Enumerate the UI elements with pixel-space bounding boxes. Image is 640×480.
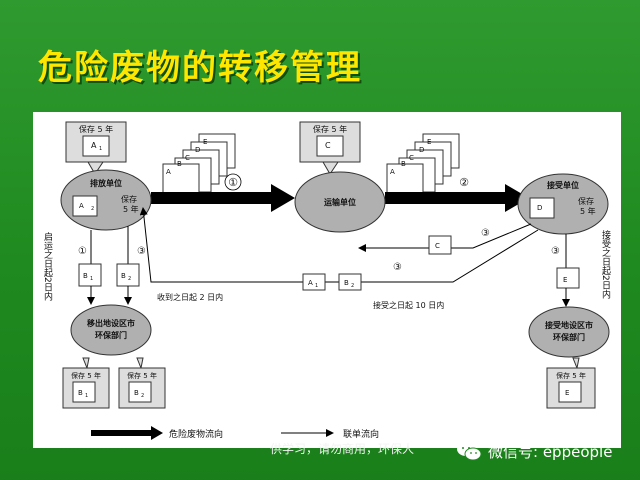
producer-keep-label: 保存 5 年: [79, 124, 113, 134]
svg-text:环保部门: 环保部门: [553, 332, 585, 342]
svg-text:B: B: [83, 272, 88, 280]
within-10-days: 接受之日起 10 日内: [373, 300, 444, 310]
producer-keep-doc: A: [91, 141, 97, 150]
producer-node: 排放单位 A 2 保存 5 年: [60, 169, 152, 231]
waste-arrow-1: [151, 184, 295, 212]
receiver-keep: 保存: [578, 196, 594, 206]
stack2-doc-c: C: [409, 154, 414, 162]
svg-text:1: 1: [315, 283, 318, 289]
return-doc-c: C: [428, 235, 452, 255]
stack1-doc-c: C: [185, 154, 190, 162]
legend-waste-flow: 危险废物流向: [169, 428, 223, 440]
stack1-doc-b: B: [177, 160, 182, 168]
svg-text:接受地设区市: 接受地设区市: [545, 320, 593, 330]
svg-text:B: B: [134, 389, 139, 397]
producer-keep: 保存: [121, 194, 137, 204]
doc-b1-box: B 1: [78, 263, 102, 287]
step-3-left: ③: [137, 246, 146, 257]
svg-text:C: C: [435, 242, 440, 250]
svg-text:E: E: [563, 276, 567, 284]
waste-arrow-2: [385, 184, 529, 212]
transfer-doc-a1: A 1: [302, 273, 326, 291]
stack2-doc-d: D: [419, 146, 424, 154]
origin-epb-node: 移出地设区市 环保部门: [70, 304, 152, 356]
document-stack-1: E D C B A: [162, 133, 236, 199]
svg-text:1: 1: [85, 393, 88, 399]
step-3-return-long: ③: [393, 262, 402, 273]
svg-text:2: 2: [91, 206, 94, 212]
stack1-doc-d: D: [195, 146, 200, 154]
footer-text: 供学习，请勿商用，环保人: [270, 442, 415, 456]
svg-text:2: 2: [128, 276, 131, 282]
receiver-node: 接受单位 D 保存 5 年: [517, 173, 609, 235]
origin-keep-note-2: 保存 5 年 B 2: [118, 357, 166, 409]
receiver-doc-e: E: [556, 267, 580, 289]
transporter-keep-note: 保存 5 年 C: [299, 121, 361, 175]
producer-name: 排放单位: [90, 178, 122, 188]
flow-diagram: 保存 5 年 A 1 保存 5 年 C E D C B A E D C B A: [42, 121, 611, 440]
stack2-doc-b: B: [401, 160, 406, 168]
wechat-id: 微信号: eppeople: [488, 442, 613, 461]
legend-form-flow: 联单流向: [343, 428, 379, 440]
svg-text:B: B: [344, 279, 349, 287]
step-3-right: ③: [551, 246, 560, 257]
svg-text:1: 1: [99, 146, 102, 152]
transporter-node: 运输单位: [294, 171, 386, 233]
svg-text:保存 5 年: 保存 5 年: [71, 371, 101, 380]
producer-keep-note: 保存 5 年 A 1: [65, 121, 127, 175]
document-stack-2: E D C B A: [386, 133, 460, 199]
svg-text:保存 5 年: 保存 5 年: [556, 371, 586, 380]
step-1-left: ①: [78, 246, 87, 257]
within-2-days: 收到之日起 2 日内: [157, 292, 223, 302]
wechat-icon: [457, 442, 482, 461]
receiver-name: 接受单位: [547, 180, 579, 190]
step-2-circle: ②: [459, 176, 469, 189]
receiver-keep2: 5 年: [580, 206, 596, 216]
right-vertical-note: 接受之日起2日内: [600, 229, 611, 300]
svg-text:B: B: [78, 389, 83, 397]
diagram-panel: 保存 5 年 A 1 保存 5 年 C E D C B A E D C B A: [33, 112, 621, 448]
dest-keep-note: 保存 5 年 E: [546, 357, 596, 409]
wechat-watermark: 微信号: eppeople: [456, 440, 612, 462]
stack1-doc-e: E: [203, 138, 207, 146]
svg-text:2: 2: [351, 283, 354, 289]
receiver-doc: D: [537, 204, 542, 212]
producer-doc: A: [79, 202, 84, 210]
svg-text:环保部门: 环保部门: [95, 330, 127, 340]
page-title: 危险废物的转移管理: [38, 48, 362, 88]
stack1-doc-a: A: [166, 168, 171, 176]
stack2-doc-e: E: [427, 138, 431, 146]
transporter-name: 运输单位: [324, 197, 356, 207]
stack2-doc-a: A: [390, 168, 395, 176]
origin-keep-note-1: 保存 5 年 B 1: [62, 357, 110, 409]
transporter-keep-label: 保存 5 年: [313, 124, 347, 134]
transfer-doc-b2: B 2: [338, 273, 362, 291]
svg-text:2: 2: [141, 393, 144, 399]
svg-text:A: A: [308, 279, 313, 287]
svg-text:1: 1: [90, 276, 93, 282]
dest-epb-node: 接受地设区市 环保部门: [528, 306, 610, 358]
svg-text:保存 5 年: 保存 5 年: [127, 371, 157, 380]
legend: 危险废物流向 联单流向: [91, 426, 379, 440]
left-vertical-note: 启运之日起2日内: [42, 231, 53, 302]
svg-text:B: B: [121, 272, 126, 280]
doc-b2-box: B 2: [116, 263, 140, 287]
svg-text:E: E: [565, 389, 569, 397]
producer-keep2: 5 年: [123, 204, 139, 214]
step-3-return-c: ③: [481, 228, 490, 239]
svg-text:移出地设区市: 移出地设区市: [87, 318, 135, 328]
transporter-keep-doc: C: [325, 141, 331, 150]
step-1-circle: ①: [228, 176, 238, 189]
